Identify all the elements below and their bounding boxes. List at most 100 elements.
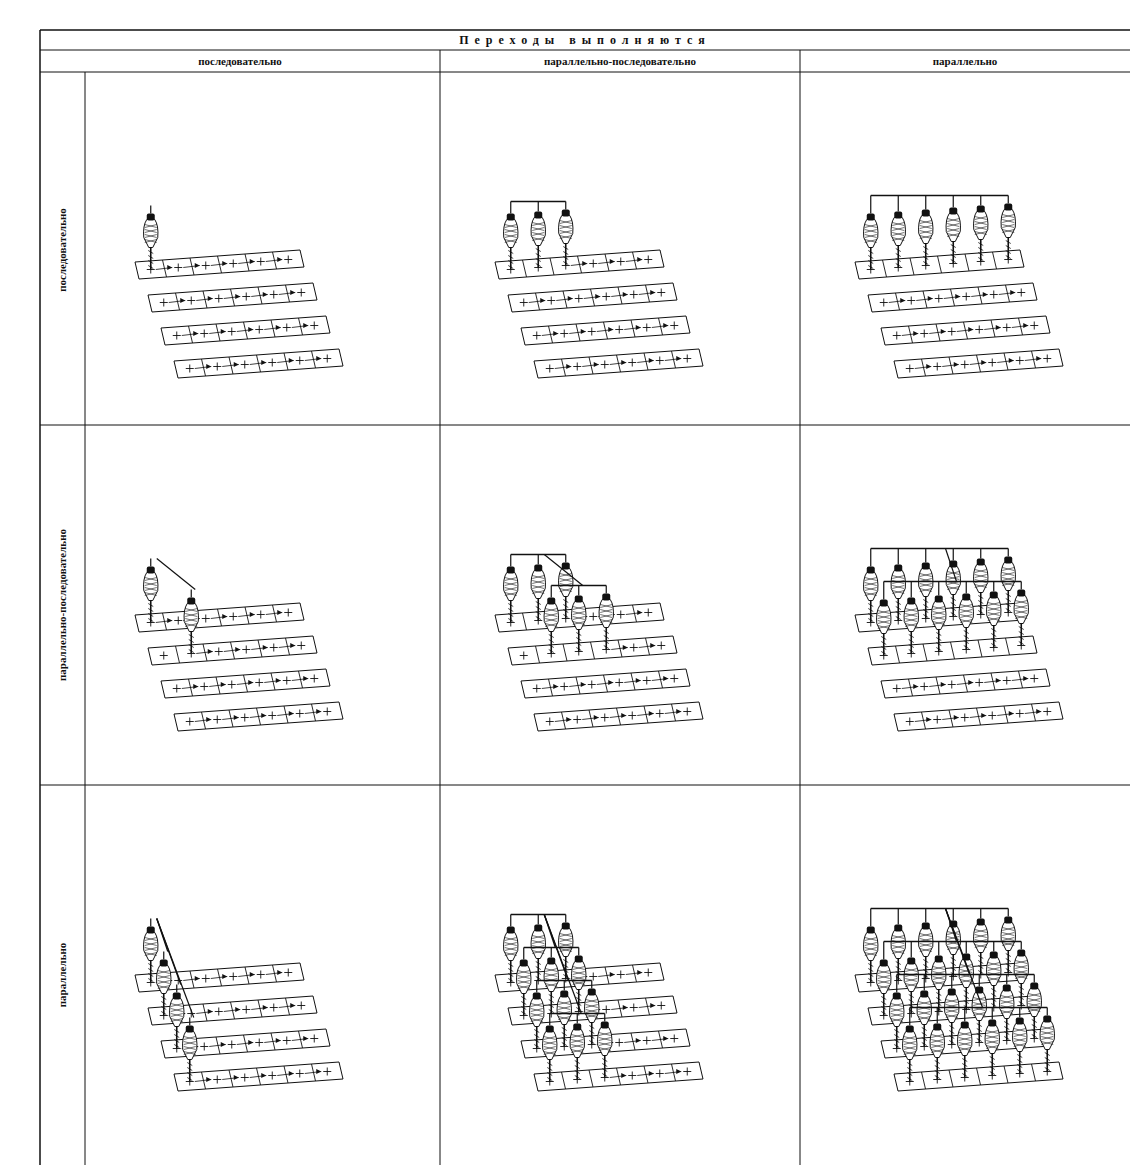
- drill-flute: [508, 256, 513, 259]
- chuck-hatch: [1002, 215, 1014, 218]
- chuck-hatch: [1001, 996, 1013, 999]
- chuck-hatch: [1001, 1011, 1013, 1014]
- chuck-cap: [977, 206, 985, 213]
- chuck-cap: [907, 958, 915, 965]
- chuck-cap: [173, 993, 181, 1000]
- drill-chuck: [572, 602, 586, 630]
- chuck-hatch: [988, 963, 1000, 966]
- chuck-hatch: [184, 1052, 196, 1055]
- chuck-hatch: [960, 970, 972, 973]
- chuck-hatch: [973, 1013, 985, 1016]
- drill-flute: [949, 1026, 954, 1029]
- drive-stem: [1034, 975, 1035, 983]
- chuck-hatch: [878, 626, 890, 629]
- arrow-head: [553, 684, 558, 689]
- chuck-hatch: [1002, 573, 1014, 576]
- drive-stem: [951, 975, 952, 989]
- chuck-hatch: [586, 1015, 598, 1018]
- chuck-hatch: [878, 621, 890, 624]
- chuck-hatch: [891, 1009, 903, 1012]
- chuck-hatch: [573, 972, 585, 975]
- hole-mark: [577, 716, 578, 724]
- chuck-cap: [922, 923, 930, 930]
- workpiece-strip: [521, 669, 690, 698]
- chuck-cap: [507, 214, 515, 221]
- hole-mark: [924, 330, 925, 338]
- chuck-hatch: [920, 589, 932, 592]
- drill-flute: [1006, 969, 1011, 972]
- drill-chuck: [903, 1032, 917, 1060]
- chuck-hatch: [931, 1035, 943, 1038]
- hole-mark: [606, 1006, 607, 1014]
- workpiece-strip: [534, 702, 703, 731]
- drill-flute: [951, 245, 956, 248]
- drill-flute: [949, 1036, 954, 1039]
- chuck-hatch: [531, 1019, 543, 1022]
- chuck-cap: [893, 993, 901, 1000]
- arrow-head: [250, 612, 255, 617]
- chuck-hatch: [920, 944, 932, 947]
- chuck-hatch: [531, 1009, 543, 1012]
- drive-stem: [924, 975, 925, 991]
- drill-flute: [1019, 632, 1024, 635]
- drill-flute: [508, 614, 513, 617]
- drill-chuck: [570, 1030, 584, 1058]
- chuck-hatch: [960, 620, 972, 623]
- arrow-head: [261, 1073, 266, 1078]
- hole-mark: [272, 359, 273, 367]
- chuck-hatch: [599, 1048, 611, 1051]
- chuck-hatch: [1002, 938, 1014, 941]
- hole-mark: [1006, 324, 1007, 332]
- drill-flute: [977, 1039, 982, 1042]
- chuck-hatch: [960, 605, 972, 608]
- hole-mark: [549, 718, 550, 726]
- chuck-cap: [547, 598, 555, 605]
- hole-mark: [593, 973, 594, 981]
- hole-mark: [163, 299, 164, 307]
- drill-flute: [936, 633, 941, 636]
- drill-flute: [536, 617, 541, 620]
- chuck-hatch: [1002, 225, 1014, 228]
- cell-illustration: [495, 555, 703, 732]
- hole-mark: [233, 613, 234, 621]
- drill-flute: [521, 997, 526, 1000]
- chuck-hatch: [184, 1037, 196, 1040]
- drill-flute: [161, 1002, 166, 1005]
- drill-flute: [1019, 997, 1024, 1000]
- chuck-hatch: [560, 949, 572, 952]
- chuck-hatch: [933, 607, 945, 610]
- drill-flute: [991, 634, 996, 637]
- chuck-hatch: [931, 1050, 943, 1053]
- chuck-hatch: [531, 1014, 543, 1017]
- chuck-cap: [867, 214, 875, 221]
- arrow-head: [263, 1005, 268, 1010]
- chuck-hatch: [545, 969, 557, 972]
- chuck-hatch: [185, 619, 197, 622]
- drill-chuck: [919, 569, 933, 597]
- chuck-hatch: [171, 1009, 183, 1012]
- drive-bar: [897, 974, 1035, 976]
- arrow-head: [621, 360, 626, 365]
- chuck-hatch: [505, 225, 517, 228]
- drill-flute: [148, 251, 153, 254]
- drill-flute: [896, 612, 901, 615]
- drill-flute: [922, 1033, 927, 1036]
- drive-stem: [898, 549, 899, 565]
- drill-flute: [161, 1007, 166, 1010]
- chuck-hatch: [185, 614, 197, 617]
- chuck-cap: [1003, 985, 1011, 992]
- drill-flute: [881, 1002, 886, 1005]
- chuck-cap: [186, 1026, 194, 1033]
- strip-divider: [883, 260, 887, 277]
- drive-bar: [871, 908, 1009, 910]
- workpiece-strip: [894, 1062, 1063, 1091]
- drive-stem: [979, 975, 980, 987]
- drive-stem: [523, 948, 524, 960]
- drill-chuck: [544, 964, 558, 992]
- strip-divider: [910, 258, 914, 275]
- drill-flute: [868, 609, 873, 612]
- drive-stem: [870, 549, 871, 567]
- drill-flute: [868, 266, 873, 269]
- chuck-hatch: [545, 974, 557, 977]
- chuck-hatch: [1028, 1004, 1040, 1007]
